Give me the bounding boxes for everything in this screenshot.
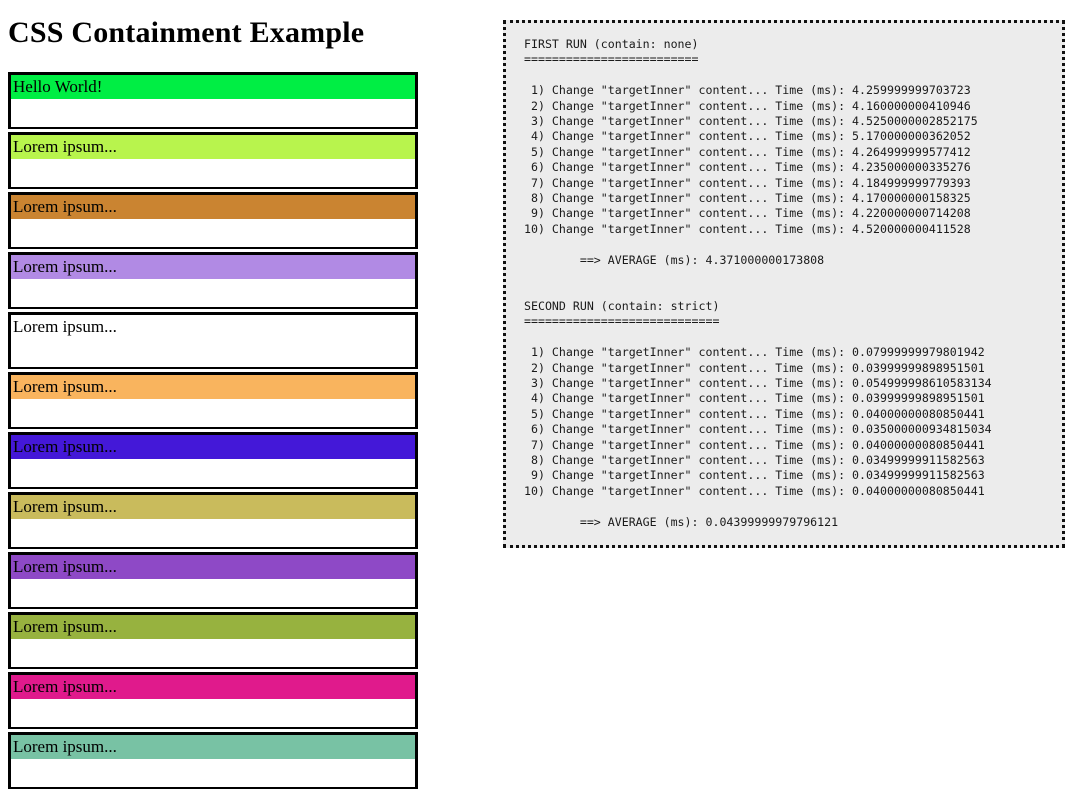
contain-box: Lorem ipsum... (8, 732, 418, 789)
contain-box-body (11, 339, 415, 365)
contain-box-label: Lorem ipsum... (11, 495, 415, 519)
contain-box-body (11, 759, 415, 785)
contain-box-label: Lorem ipsum... (11, 675, 415, 699)
contain-box-body (11, 99, 415, 125)
contain-box: Lorem ipsum... (8, 312, 418, 369)
contain-box-label: Lorem ipsum... (11, 375, 415, 399)
contain-box-body (11, 459, 415, 485)
contain-box-label: Lorem ipsum... (13, 317, 117, 336)
contain-box: Hello World! (8, 72, 418, 129)
contain-box: Lorem ipsum... (8, 192, 418, 249)
contain-box-label: Lorem ipsum... (11, 195, 415, 219)
page-title: CSS Containment Example (8, 16, 365, 49)
contain-box: Lorem ipsum... (8, 552, 418, 609)
left-column: CSS Containment Example Hello World! Lore… (8, 0, 418, 792)
contain-box: Lorem ipsum... (8, 612, 418, 669)
contain-box-label: Lorem ipsum... (11, 555, 415, 579)
contain-box-body (11, 579, 415, 605)
contain-box: Lorem ipsum... (8, 432, 418, 489)
contain-box: Lorem ipsum... (8, 492, 418, 549)
contain-box-label: Lorem ipsum... (11, 735, 415, 759)
contain-box-label: Lorem ipsum... (11, 255, 415, 279)
contain-box: Lorem ipsum... (8, 252, 418, 309)
contain-box-body (11, 519, 415, 545)
contain-box-label: Lorem ipsum... (11, 615, 415, 639)
contain-box: Lorem ipsum... (8, 372, 418, 429)
contain-box-label: Lorem ipsum... (11, 435, 415, 459)
contain-box-label: Lorem ipsum... (11, 135, 415, 159)
contain-box: Lorem ipsum... (8, 672, 418, 729)
contain-box-body (11, 639, 415, 665)
contain-box-body (11, 219, 415, 245)
contain-box-body (11, 279, 415, 305)
contain-box: Lorem ipsum... (8, 132, 418, 189)
contain-box-body (11, 399, 415, 425)
contain-box-stack: Hello World! Lorem ipsum... Lorem ipsum...… (8, 72, 418, 789)
console-output-text: FIRST RUN (contain: none) ==============… (524, 37, 992, 529)
contain-box-body (11, 699, 415, 725)
console-output-panel: FIRST RUN (contain: none) ==============… (503, 20, 1065, 548)
contain-box-body (11, 159, 415, 185)
contain-box-label: Hello World! (11, 75, 415, 99)
